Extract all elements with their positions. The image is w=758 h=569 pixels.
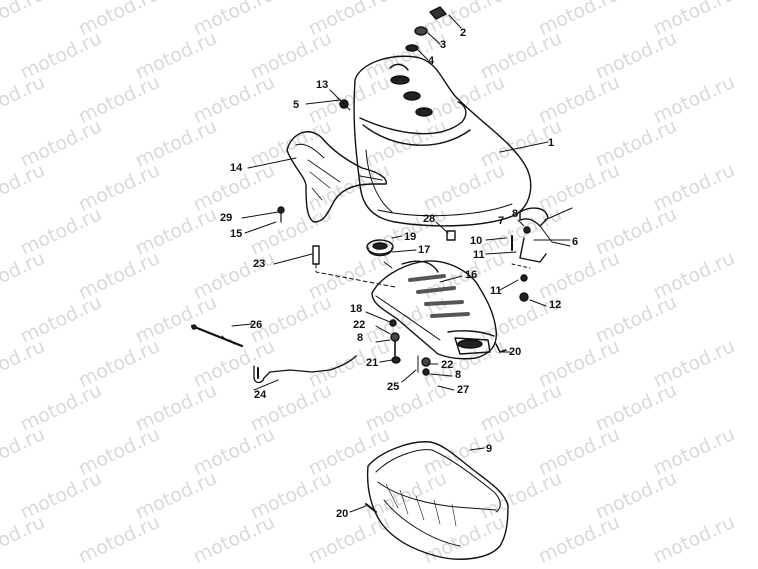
callout-label: 5 [293,99,300,111]
callout-label: 9 [486,443,493,455]
callout-label: 3 [440,39,447,51]
storage-tray-part [366,441,509,560]
callout-label: 17 [418,244,431,256]
filler-cap-part [366,239,394,269]
seat-part [353,55,532,227]
callout-label: 18 [350,303,363,315]
callout-label: 1 [548,137,555,149]
screw-pair [277,206,285,223]
callout-label: 25 [387,381,400,393]
callout-label: 11 [473,249,485,261]
callout-label: 2 [460,27,467,39]
callout-label: 14 [230,162,243,174]
spring-clip-part [495,343,507,353]
callout-label: 10 [470,235,483,247]
fuel-tank-part [371,260,497,360]
rod-part [190,324,244,348]
tail-bracket-part [286,131,387,223]
callout-label: 21 [366,357,379,369]
cable-part [253,355,357,384]
callout-label: 19 [404,231,417,243]
callout-label: 28 [423,213,436,225]
callout-label: 26 [250,319,263,331]
callout-label: 20 [336,508,349,520]
leader-lines [231,14,571,513]
callout-label: 20 [509,346,522,358]
callout-label: 13 [316,79,329,91]
latch-bracket-part [511,207,573,302]
callout-label: 22 [353,319,366,331]
bumper-part [446,230,456,241]
callout-label: 6 [572,236,579,248]
callout-label: 8 [455,369,462,381]
callout-label: 7 [498,215,505,227]
callout-label: 22 [441,359,454,371]
callout-label: 29 [220,212,233,224]
callout-label: 8 [357,332,364,344]
callout-label: 23 [253,258,266,270]
callout-label: 12 [549,299,562,311]
callout-label: 8 [512,208,519,220]
callout-label: 11 [490,285,502,297]
fastener-stack [405,6,447,52]
callout-label: 16 [465,269,478,281]
callout-label: 15 [230,228,243,240]
callout-label: 24 [254,389,267,401]
post-part [312,245,396,288]
callout-label: 27 [457,384,470,396]
tray-clip-part [365,503,377,513]
callout-label: 4 [428,55,435,67]
